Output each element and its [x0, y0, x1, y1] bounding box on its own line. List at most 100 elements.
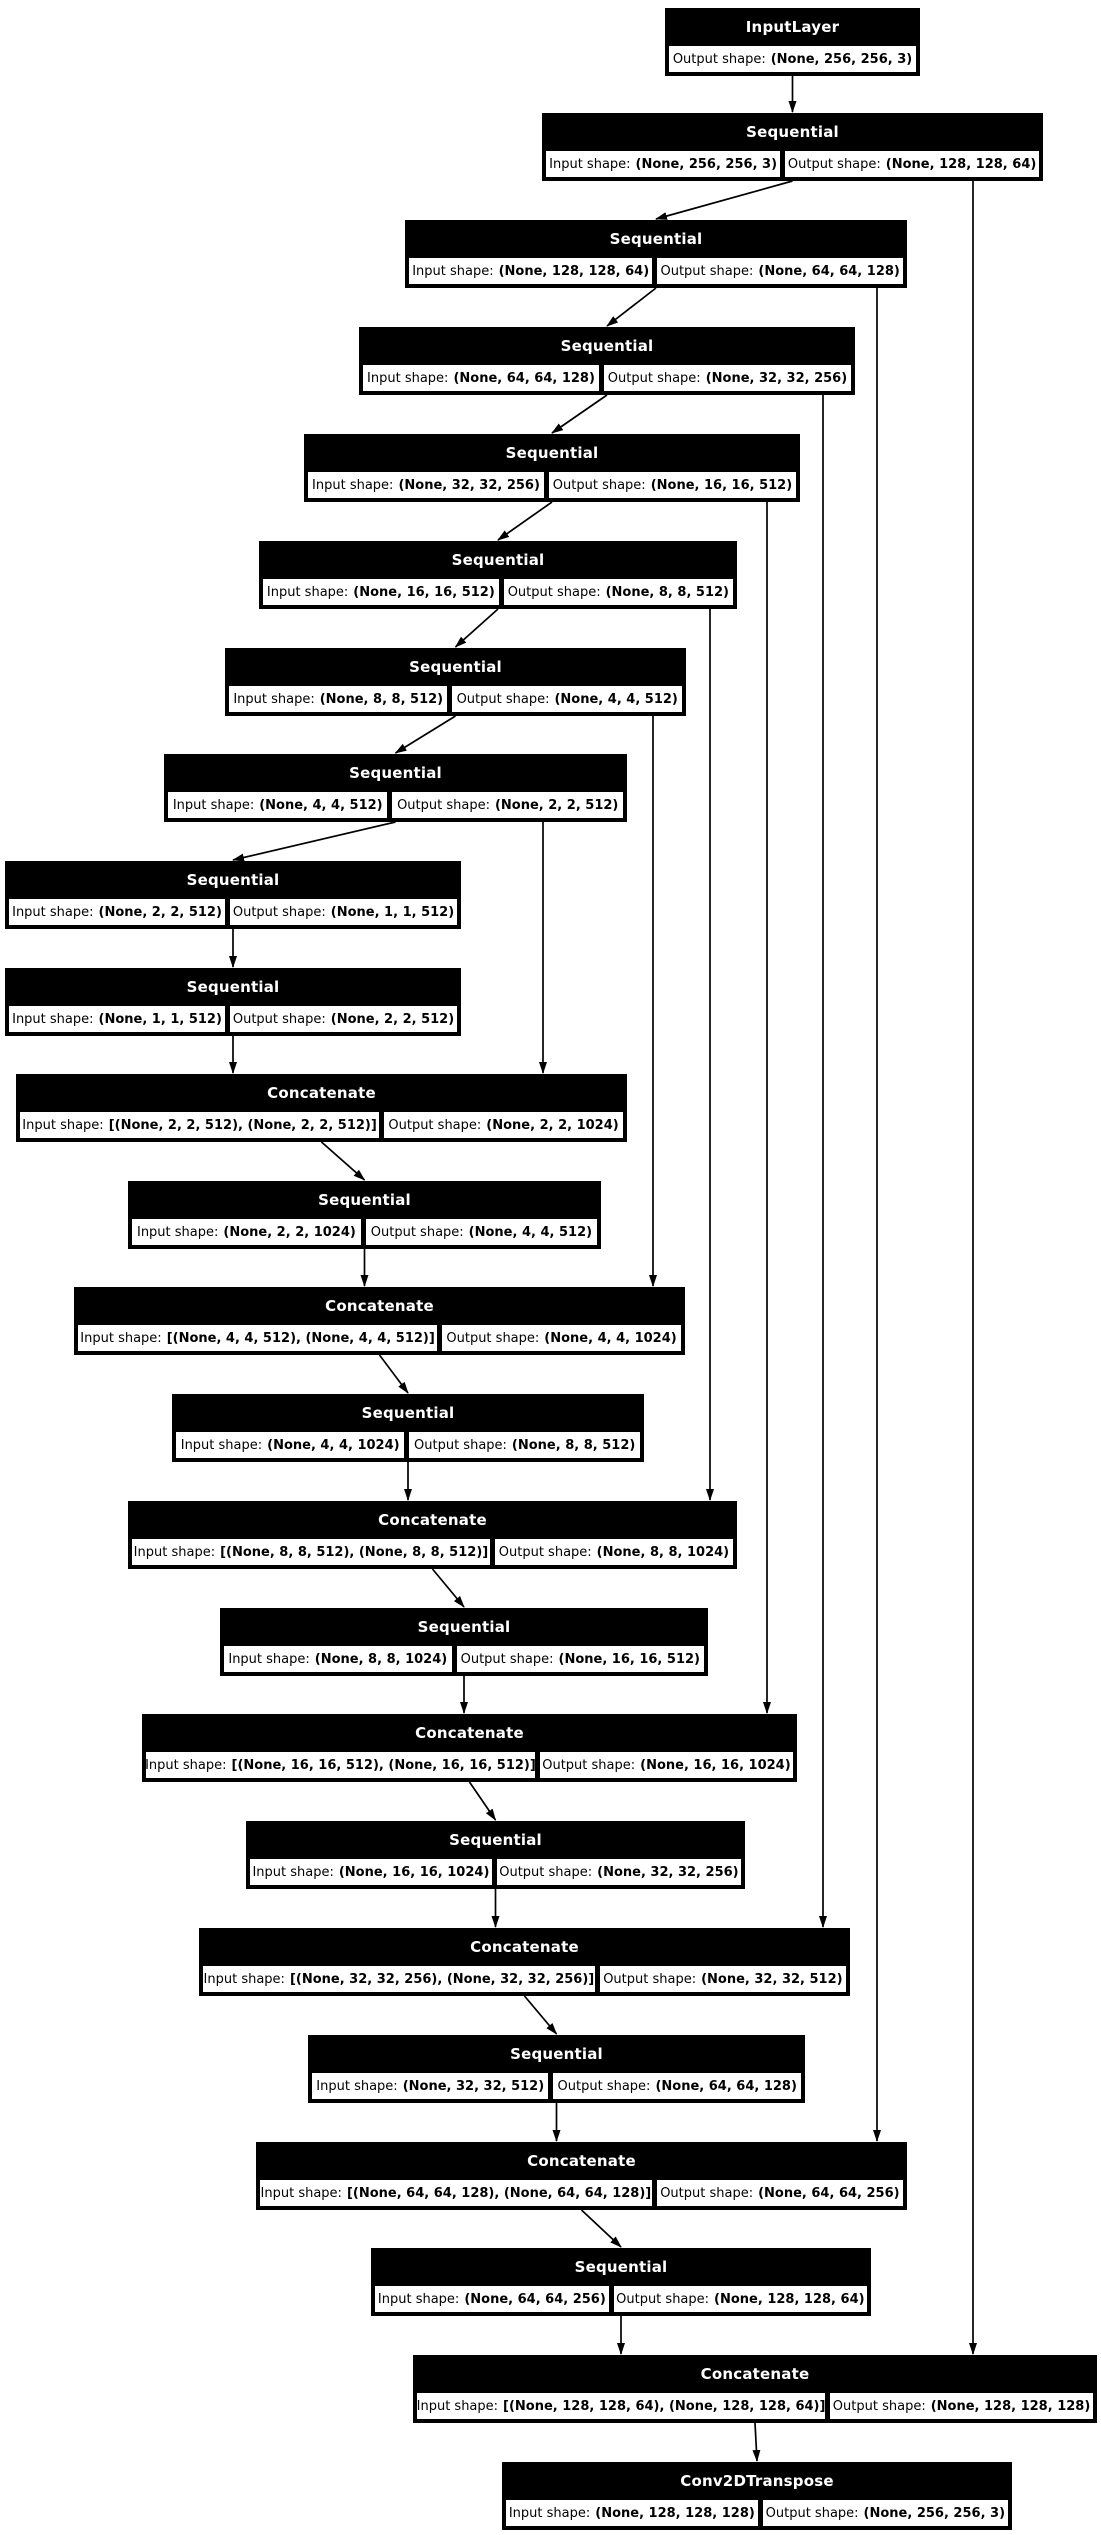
shape-label: Output shape: [388, 1117, 482, 1133]
shape-label: Input shape: [312, 477, 394, 493]
edge-main [655, 180, 793, 220]
shape-value: (None, 4, 4, 1024) [267, 1437, 400, 1453]
shape-label: Input shape: [12, 904, 94, 920]
output-shape-cell: Output shape:(None, 32, 32, 256) [603, 365, 851, 391]
shape-value: (None, 2, 2, 512) [98, 904, 222, 920]
input-shape-cell: Input shape:(None, 32, 32, 256) [308, 472, 544, 498]
layer-type-label: Concatenate [470, 1938, 579, 1956]
shape-label: Output shape: [603, 1971, 697, 1987]
shape-label: Output shape: [498, 1544, 592, 1560]
shape-label: Input shape: [12, 1011, 94, 1027]
shape-value: (None, 16, 16, 512) [353, 584, 495, 600]
shape-row: Input shape:(None, 64, 64, 128)Output sh… [359, 365, 855, 395]
shape-label: Input shape: [228, 1651, 310, 1667]
input-shape-cell: Input shape:[(None, 32, 32, 256), (None,… [203, 1966, 595, 1992]
shape-value: (None, 64, 64, 256) [464, 2291, 606, 2307]
edge-main [497, 501, 553, 541]
shape-value: (None, 128, 128, 128) [595, 2505, 755, 2521]
shape-row: Input shape:(None, 8, 8, 512)Output shap… [225, 686, 686, 716]
shape-label: Output shape: [414, 1437, 507, 1453]
shape-value: (None, 2, 2, 1024) [486, 1117, 619, 1133]
shape-row: Input shape:(None, 32, 32, 512)Output sh… [308, 2073, 805, 2103]
shape-value: [(None, 64, 64, 128), (None, 64, 64, 128… [346, 2185, 652, 2201]
shape-label: Input shape: [412, 263, 494, 279]
shape-row: Input shape:[(None, 2, 2, 512), (None, 2… [16, 1112, 627, 1142]
shape-label: Output shape: [460, 1651, 554, 1667]
shape-row: Input shape:(None, 2, 2, 1024) Output sha… [128, 1219, 601, 1249]
shape-value: (None, 128, 128, 64) [714, 2291, 865, 2307]
edge-main [752, 2422, 761, 2462]
shape-label: Output shape: [552, 477, 646, 493]
output-shape-cell: Output shape:(None, 4, 4, 512) [365, 1219, 597, 1245]
output-shape-cell: Output shape:(None, 256, 256, 3) [762, 2500, 1008, 2526]
shape-value: (None, 8, 8, 512) [605, 584, 729, 600]
input-shape-cell: Input shape:(None, 1, 1, 512) [9, 1006, 226, 1032]
shape-label: Input shape: [203, 1971, 285, 1987]
output-shape-cell: Output shape:(None, 16, 16, 1024) [539, 1752, 793, 1778]
shape-label: Input shape: [80, 1330, 162, 1346]
output-shape-cell: Output shape:(None, 1, 1, 512) [230, 899, 457, 925]
shape-row: Input shape:[(None, 4, 4, 512), (None, 4… [74, 1325, 685, 1355]
shape-value: (None, 8, 8, 512) [511, 1437, 636, 1453]
output-shape-cell: Output shape:(None, 8, 8, 1024) [494, 1539, 733, 1565]
shape-row: Input shape:(None, 1, 1, 512) Output shap… [5, 1006, 461, 1036]
shape-label: Input shape: [549, 156, 631, 172]
shape-row: Input shape:(None, 4, 4, 512)Output shap… [164, 792, 627, 822]
layer-type-label: Concatenate [415, 1724, 524, 1742]
input-shape-cell: Input shape:(None, 16, 16, 1024) [250, 1859, 492, 1885]
shape-value: (None, 2, 2, 1024) [223, 1224, 356, 1240]
shape-value: (None, 32, 32, 512) [701, 1971, 843, 1987]
shape-label: Input shape: [252, 1864, 334, 1880]
input-shape-cell: Input shape:(None, 128, 128, 128) [506, 2500, 758, 2526]
input-shape-cell: Input shape:[(None, 64, 64, 128), (None,… [260, 2180, 652, 2206]
layer-type-label: Sequential [505, 444, 599, 462]
layer-type-label: Sequential [574, 2258, 668, 2276]
shape-label: Input shape: [22, 1117, 104, 1133]
output-shape-cell: Output shape:(None, 128, 128, 128) [830, 2393, 1093, 2419]
shape-value: (None, 16, 16, 1024) [640, 1757, 791, 1773]
output-shape-cell: Output shape:(None, 128, 128, 64) [785, 151, 1039, 177]
shape-value: (None, 4, 4, 512) [468, 1224, 593, 1240]
shape-value: (None, 4, 4, 512) [259, 797, 383, 813]
input-shape-cell: Input shape:[(None, 8, 8, 512), (None, 8… [132, 1539, 490, 1565]
layer-type-label: Sequential [609, 230, 703, 248]
shape-value: (None, 16, 16, 512) [650, 477, 793, 493]
shape-row: Output shape:(None, 256, 256, 3) [665, 46, 920, 76]
output-shape-cell: Output shape:(None, 256, 256, 3) [669, 46, 916, 72]
shape-value: (None, 32, 32, 512) [402, 2078, 545, 2094]
shape-value: (None, 256, 256, 3) [635, 156, 778, 172]
shape-value: (None, 128, 128, 64) [498, 263, 650, 279]
shape-label: Input shape: [136, 1224, 219, 1240]
layer-type-label: Sequential [560, 337, 654, 355]
layer-type-label: Sequential [409, 658, 502, 676]
edge-main [551, 394, 608, 434]
shape-row: Input shape:(None, 16, 16, 512)Output sh… [259, 579, 737, 609]
layer-type-label: Sequential [417, 1618, 511, 1636]
shape-label: Input shape: [180, 1437, 263, 1453]
edge-main [580, 2209, 622, 2248]
input-shape-cell: Input shape:(None, 16, 16, 512) [263, 579, 499, 605]
shape-value: (None, 8, 8, 512) [319, 691, 444, 707]
shape-label: Output shape: [370, 1224, 464, 1240]
shape-label: Input shape: [133, 1544, 216, 1560]
shape-label: Output shape: [232, 1011, 326, 1027]
shape-value: (None, 16, 16, 512) [558, 1651, 700, 1667]
input-shape-cell: Input shape:[(None, 4, 4, 512), (None, 4… [78, 1325, 438, 1351]
shape-value: (None, 2, 2, 512) [330, 1011, 455, 1027]
input-shape-cell: Input shape:(None, 2, 2, 512) [9, 899, 226, 925]
output-shape-cell: Output shape:(None, 64, 64, 256) [656, 2180, 903, 2206]
edge-main [468, 1781, 497, 1821]
layer-type-label: Sequential [186, 978, 280, 996]
